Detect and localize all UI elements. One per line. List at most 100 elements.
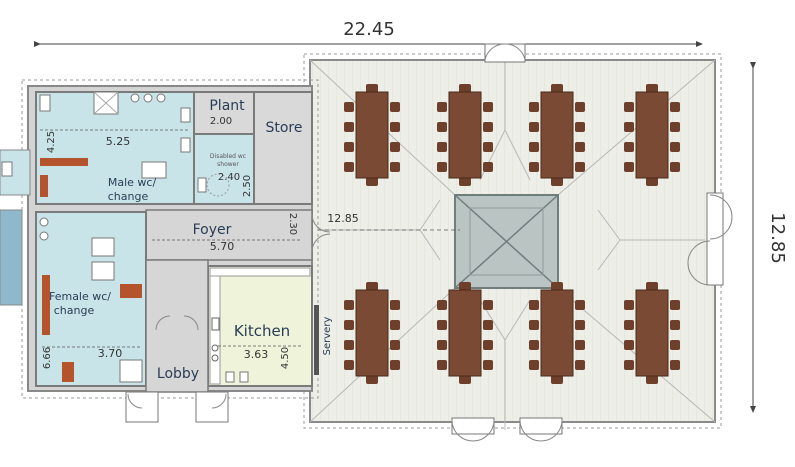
lobby-inner-door[interactable]: [155, 315, 199, 331]
female-wc-label-line2: change: [54, 304, 95, 317]
chair: [483, 142, 493, 152]
cubicle-icon: [91, 261, 115, 281]
bench-icon: [40, 175, 48, 197]
chair: [437, 142, 447, 152]
chair: [624, 122, 634, 132]
chair: [529, 340, 539, 350]
chair: [575, 360, 585, 370]
disabled-wc-width-label: 2.40: [218, 172, 240, 183]
chair: [344, 300, 354, 310]
servery-hatch: [314, 305, 319, 375]
male-wc: 5.25 4.25 Male wc/ change: [35, 91, 195, 205]
disabled-wc-label: Disabled wc: [210, 153, 246, 160]
chair: [624, 162, 634, 172]
chair: [575, 102, 585, 112]
hob-icon: [211, 344, 219, 352]
dining-table-2: [437, 84, 493, 186]
bench-icon: [62, 362, 74, 382]
table-top: [635, 91, 669, 179]
chair: [529, 162, 539, 172]
chair: [670, 300, 680, 310]
chair: [390, 142, 400, 152]
chair: [437, 122, 447, 132]
entrance-door-left[interactable]: [125, 391, 159, 423]
male-wc-depth-label: 4.25: [46, 131, 57, 153]
chair: [344, 162, 354, 172]
plant-width-label: 2.00: [210, 116, 232, 127]
male-wc-label: Male wc/: [108, 176, 157, 189]
counter-icon: [209, 267, 311, 277]
overall-width-dimension: 22.45: [34, 19, 703, 47]
disabled-wc-label-line2: shower: [217, 161, 239, 168]
chair: [670, 122, 680, 132]
chair: [344, 360, 354, 370]
chair: [483, 300, 493, 310]
chair: [529, 300, 539, 310]
chair: [575, 320, 585, 330]
chair: [437, 320, 447, 330]
chair: [483, 102, 493, 112]
chair: [390, 320, 400, 330]
chair: [344, 320, 354, 330]
shower-tray-icon: [119, 359, 143, 383]
lobby-label: Lobby: [157, 366, 199, 382]
chair: [437, 360, 447, 370]
chair: [437, 162, 447, 172]
basin-icon: [180, 137, 191, 153]
overall-width-label: 22.45: [343, 19, 395, 40]
urinal-icon: [156, 93, 166, 103]
dining-table-5: [344, 282, 400, 384]
bench-icon: [42, 275, 50, 335]
hall-right-double-door[interactable]: [687, 192, 733, 286]
lobby: Lobby: [145, 259, 209, 393]
left-edge-fixtures: [0, 149, 31, 306]
dining-tables: [344, 84, 680, 384]
chair: [670, 360, 680, 370]
chair: [624, 102, 634, 112]
chair: [529, 122, 539, 132]
chair: [575, 122, 585, 132]
chair: [344, 102, 354, 112]
chair: [575, 142, 585, 152]
chair: [575, 300, 585, 310]
hob-icon: [211, 354, 219, 362]
chair: [529, 102, 539, 112]
chair: [624, 142, 634, 152]
entrance-door-right[interactable]: [195, 391, 229, 423]
female-wc-width-label: 3.70: [98, 347, 123, 360]
chair: [529, 320, 539, 330]
table-top: [355, 289, 389, 377]
table-top: [540, 289, 574, 377]
disabled-wc-depth-label: 2.50: [242, 175, 253, 197]
chair: [390, 162, 400, 172]
chair: [390, 300, 400, 310]
chair: [437, 102, 447, 112]
chair: [344, 122, 354, 132]
dining-table-3: [529, 84, 585, 186]
table-top: [355, 91, 389, 179]
table-top: [635, 289, 669, 377]
foyer: Foyer 5.70 2.30: [145, 209, 313, 261]
dining-table-7: [529, 282, 585, 384]
chair: [344, 340, 354, 350]
foyer-width-label: 5.70: [210, 240, 235, 253]
table-top: [448, 289, 482, 377]
chair: [529, 142, 539, 152]
chair: [437, 300, 447, 310]
hall-bottom-left-double-door[interactable]: [451, 417, 495, 442]
hall-top-double-door[interactable]: [484, 43, 526, 63]
foyer-hall-door[interactable]: [311, 213, 331, 253]
urinal-icon: [143, 93, 153, 103]
female-wc: Female wc/ change 3.70 6.66: [35, 211, 147, 387]
hall-bottom-right-double-door[interactable]: [519, 417, 563, 442]
dining-table-8: [624, 282, 680, 384]
cubicle-icon: [91, 237, 115, 257]
female-wc-label: Female wc/: [49, 290, 111, 303]
store-label: Store: [265, 120, 302, 136]
chair: [624, 320, 634, 330]
male-wc-label-line2: change: [108, 190, 149, 203]
basin-icon: [39, 94, 51, 112]
table-top: [448, 91, 482, 179]
chair: [575, 340, 585, 350]
chair: [670, 102, 680, 112]
